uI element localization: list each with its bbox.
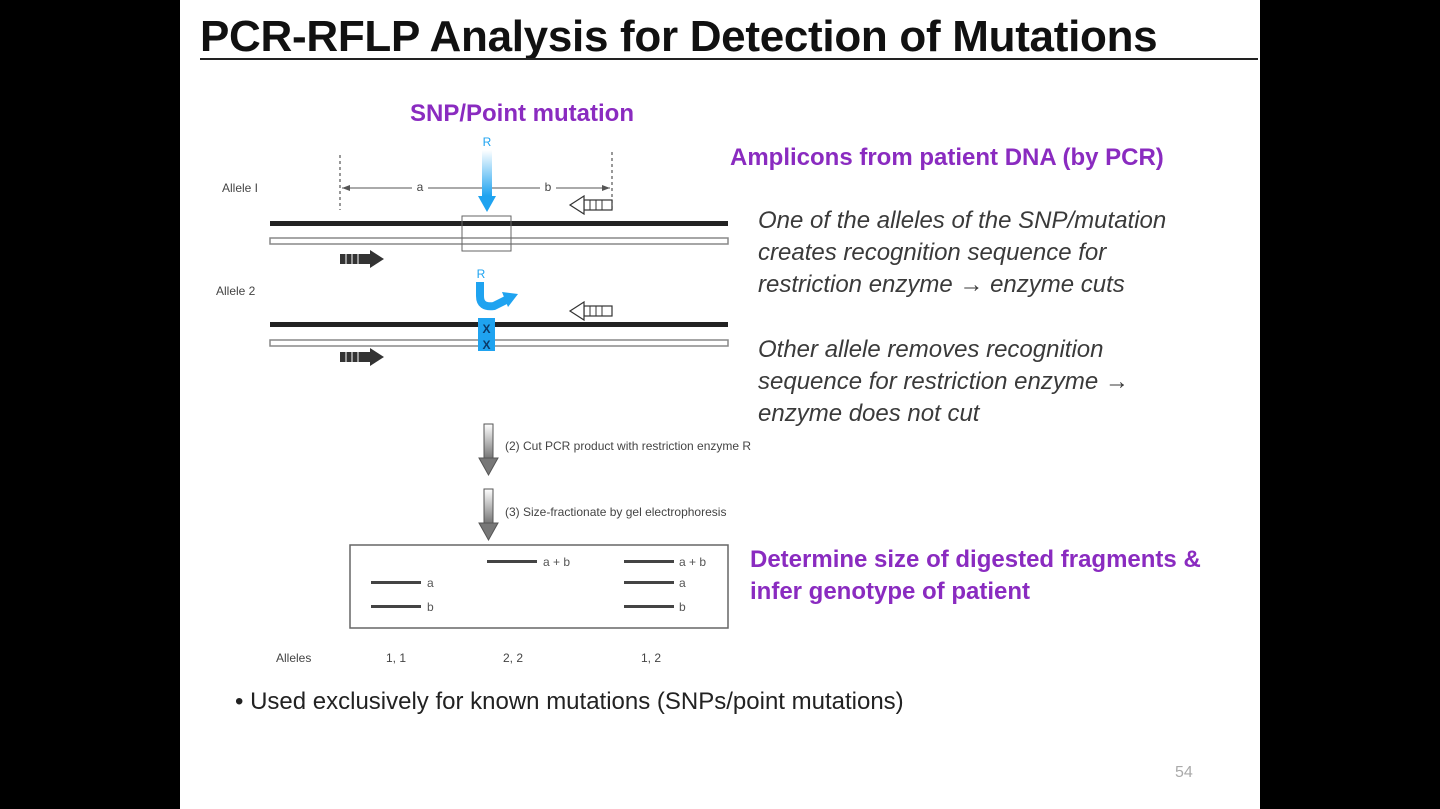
mutation-mark: X — [482, 338, 490, 352]
mutation-site — [478, 318, 495, 351]
paragraph-no-cut-line: sequence for restriction enzyme → — [758, 368, 1129, 395]
paragraph-cuts-line: creates recognition sequence for — [758, 239, 1107, 266]
gel-band — [371, 581, 421, 584]
dna-strand-top — [270, 221, 728, 226]
gel-band — [624, 560, 674, 563]
gel-band-label: a + b — [543, 555, 570, 569]
segment-a-label: a — [417, 180, 424, 194]
enzyme-deflected-arrow — [476, 282, 508, 311]
step3-label: (3) Size-fractionate by gel electrophore… — [505, 505, 726, 519]
segment-a-label-bg — [412, 180, 428, 194]
forward-primer — [340, 250, 384, 268]
paragraph-no-cut-line: Other allele removes recognition — [758, 336, 1104, 363]
paragraph-cuts-line: One of the alleles of the SNP/mutation — [758, 207, 1167, 234]
slide: PCR-RFLP Analysis for Detection of Mutat… — [180, 0, 1260, 809]
lane-label: 1, 1 — [386, 651, 406, 665]
allele1-label: Allele I — [222, 181, 258, 195]
lane-label: 1, 2 — [641, 651, 661, 665]
dimension-arrowhead — [602, 185, 610, 191]
gel-band — [371, 605, 421, 608]
paragraph-cuts-line: restriction enzyme → enzyme cuts — [758, 271, 1125, 298]
amplicons-label: Amplicons from patient DNA (by PCR) — [730, 144, 1164, 171]
bullet-note: • Used exclusively for known mutations (… — [235, 688, 904, 715]
alleles-axis-label: Alleles — [276, 651, 311, 665]
reverse-primer — [568, 194, 613, 216]
gel-band-label: b — [679, 600, 686, 614]
gel-box — [349, 544, 729, 629]
enzyme-r-label: R — [477, 267, 486, 281]
enzyme-cut-arrow-head — [478, 196, 496, 212]
page-number: 54 — [1175, 764, 1193, 781]
step3-arrow-shaft — [483, 488, 494, 524]
step2-label: (2) Cut PCR product with restriction enz… — [505, 439, 751, 453]
paragraph-no-cut: Other allele removes recognition sequenc… — [758, 334, 1129, 430]
segment-b-label: b — [545, 180, 552, 194]
determine-label-line: Determine size of digested fragments & — [750, 546, 1201, 573]
forward-primer — [340, 348, 384, 366]
reverse-primer — [568, 300, 613, 322]
enzyme-cut-arrow-shaft — [482, 150, 492, 196]
dna-strand-bottom — [269, 237, 729, 245]
snp-label: SNP/Point mutation — [410, 100, 634, 127]
paragraph-no-cut-line: enzyme does not cut — [758, 400, 980, 427]
step3-arrow-head — [478, 522, 499, 542]
enzyme-deflected-arrow-head — [502, 292, 518, 307]
dna-strand-top — [270, 322, 728, 327]
gel-band — [624, 605, 674, 608]
slide-title: PCR-RFLP Analysis for Detection of Mutat… — [200, 12, 1158, 61]
paragraph-cuts: One of the alleles of the SNP/mutation c… — [758, 205, 1166, 301]
dimension-arrowhead — [342, 185, 350, 191]
segment-b-label-bg — [540, 180, 556, 194]
mutation-mark: X — [482, 322, 490, 336]
gel-band-label: a — [679, 576, 686, 590]
dna-strand-bottom — [269, 339, 729, 347]
recognition-site-box — [461, 215, 512, 252]
determine-label-line: infer genotype of patient — [750, 578, 1031, 605]
lane-label: 2, 2 — [503, 651, 523, 665]
gel-band-label: a + b — [679, 555, 706, 569]
gel-band-label: b — [427, 600, 434, 614]
title-underline — [200, 58, 1258, 60]
determine-label: Determine size of digested fragments & i… — [750, 544, 1201, 608]
pcr-rflp-diagram: Allele I a b R Allele 2 R — [216, 135, 751, 665]
enzyme-r-label: R — [483, 135, 492, 149]
allele2-label: Allele 2 — [216, 284, 256, 298]
step2-arrow-head — [478, 457, 499, 477]
gel-band — [624, 581, 674, 584]
gel-band — [487, 560, 537, 563]
gel-band-label: a — [427, 576, 434, 590]
step2-arrow-shaft — [483, 423, 494, 459]
